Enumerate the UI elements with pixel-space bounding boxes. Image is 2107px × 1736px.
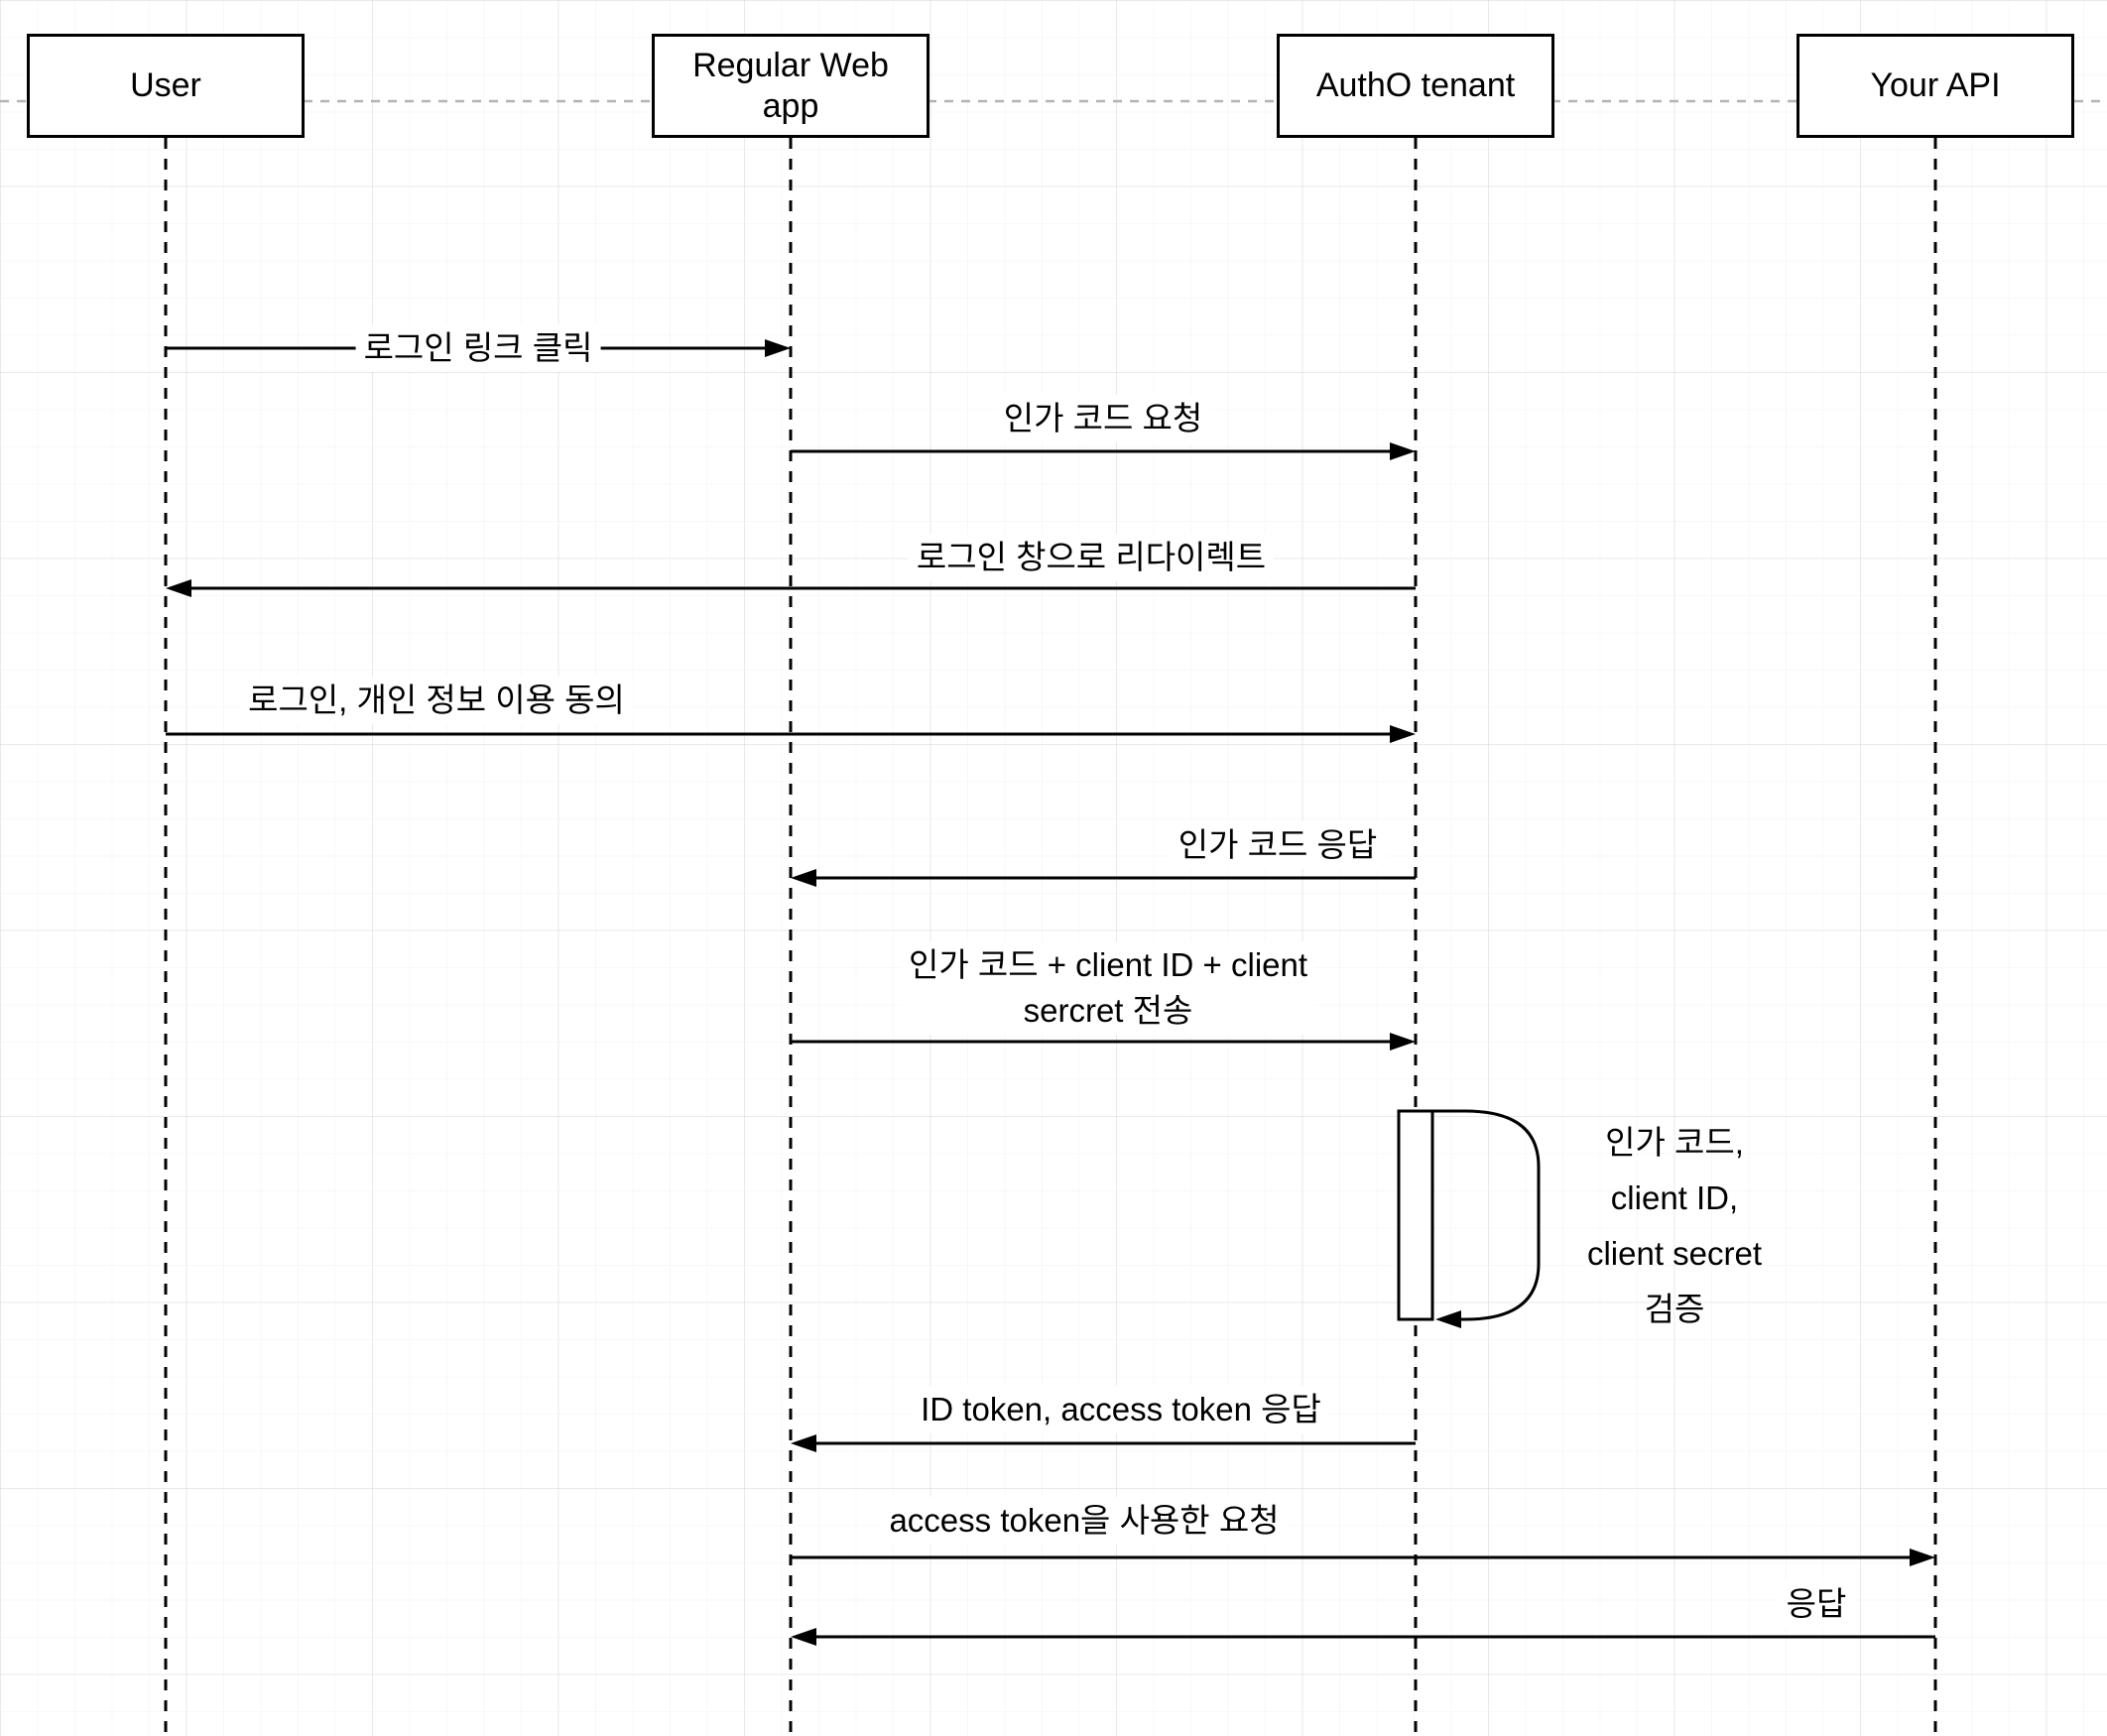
arrowhead-left-icon [791, 1628, 816, 1646]
actor-label: User [130, 66, 201, 104]
message-label-3: 로그인 창으로 리다이렉트 [908, 534, 1275, 581]
arrowhead-left-icon [1435, 1310, 1461, 1328]
actor-label: app [762, 86, 819, 125]
message-label-1: 로그인 링크 클릭 [355, 324, 601, 372]
arrowhead-left-icon [166, 579, 191, 597]
arrowhead-right-icon [1390, 1033, 1416, 1051]
actor-box-user: User [27, 34, 305, 138]
self-message-note: 인가 코드, client ID, client secret 검증 [1587, 1115, 1762, 1337]
arrowhead-right-icon [1910, 1549, 1935, 1566]
note-line-4: 검증 [1644, 1291, 1705, 1327]
message-label-6: 인가 코드 + client ID + client sercret 전송 [900, 941, 1316, 1035]
message-label-6-line-1: 인가 코드 + client ID + client [908, 946, 1308, 983]
actor-label: AuthO tenant [1315, 66, 1516, 104]
self-loop-line [1432, 1109, 1541, 1321]
arrowhead-left-icon [791, 1434, 816, 1452]
arrowhead-left-icon [791, 869, 816, 887]
message-label-4: 로그인, 개인 정보 이용 동의 [240, 677, 633, 724]
message-label-2: 인가 코드 요청 [995, 395, 1211, 442]
message-label-8: access token을 사용한 요청 [881, 1497, 1288, 1545]
message-label-5: 인가 코드 응답 [1170, 821, 1386, 869]
message-label-7: ID token, access token 응답 [913, 1386, 1329, 1433]
actor-box-regular-web-app: Regular Web app [652, 34, 930, 138]
actor-label: Your API [1870, 66, 2001, 104]
actor-box-your-api: Your API [1797, 34, 2074, 138]
actor-label: Regular Web [692, 46, 889, 84]
arrowhead-right-icon [765, 339, 791, 357]
note-line-2: client ID, [1610, 1179, 1739, 1216]
activation-bar [1397, 1109, 1434, 1321]
actor-box-auth0-tenant: AuthO tenant [1277, 34, 1554, 138]
message-label-6-line-2: sercret 전송 [1023, 992, 1193, 1029]
note-line-1: 인가 코드, [1605, 1124, 1744, 1161]
message-label-9: 응답 [1778, 1580, 1855, 1628]
arrowhead-right-icon [1390, 442, 1416, 460]
note-line-3: client secret [1586, 1235, 1763, 1272]
arrowhead-right-icon [1390, 725, 1416, 743]
